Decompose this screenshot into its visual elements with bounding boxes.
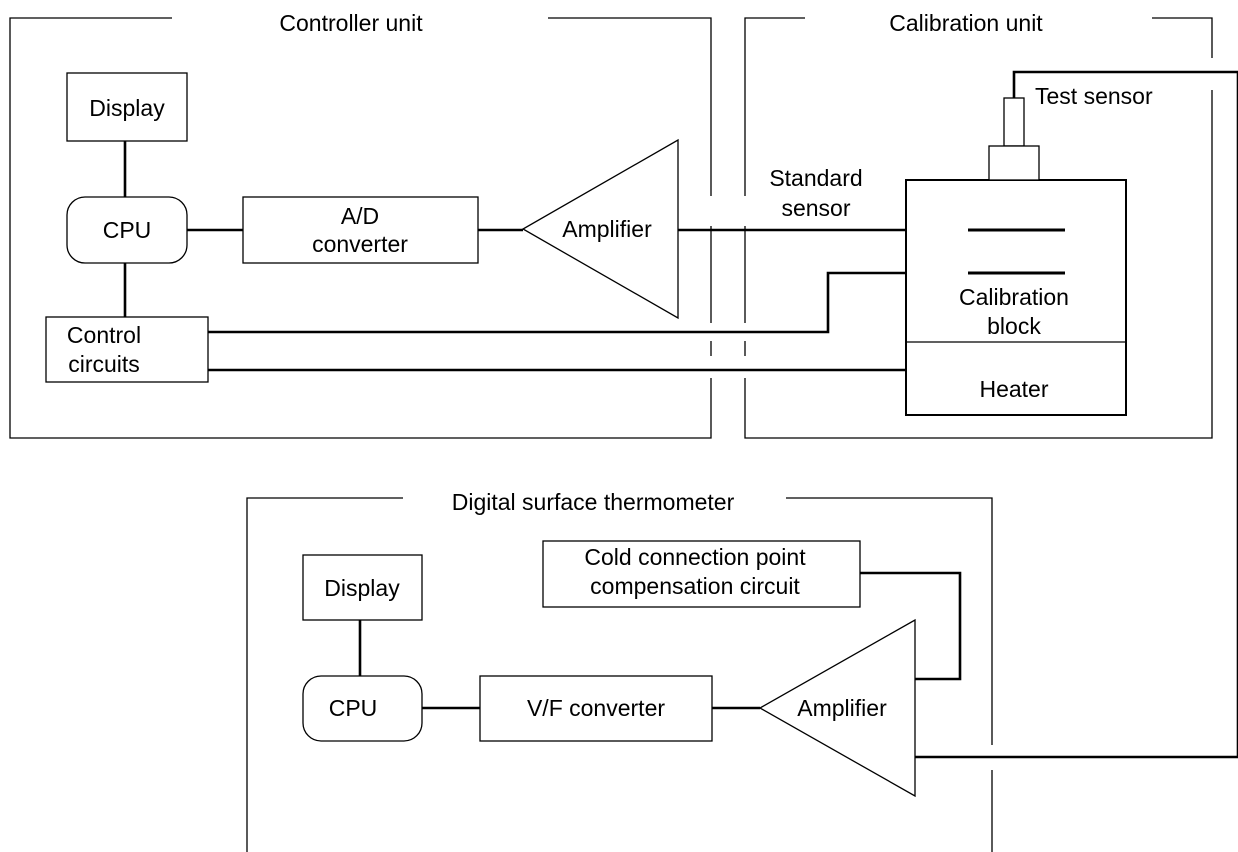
controller-cpu-block: CPU	[66, 196, 188, 264]
ad-converter-label-line1: A/D	[341, 203, 379, 229]
thermometer-amplifier-label: Amplifier	[797, 695, 887, 721]
controller-unit-frame	[9, 17, 712, 439]
cold-junction-label-line2: compensation circuit	[590, 573, 800, 599]
thermometer-display-label: Display	[324, 575, 400, 601]
thermometer-title: Digital surface thermometer	[452, 489, 735, 515]
cold-junction-label-line1: Cold connection point	[584, 544, 806, 570]
standard-sensor-label-line2: sensor	[781, 195, 850, 221]
thermometer-cpu-label: CPU	[329, 695, 378, 721]
calibration-block	[905, 179, 1127, 416]
calibration-block-label-line1: Calibration	[959, 284, 1069, 310]
calibration-block-label-line2: block	[987, 313, 1041, 339]
cold-junction-wire	[860, 571, 962, 681]
vf-converter-block: V/F converter	[479, 675, 713, 742]
heater-label: Heater	[979, 376, 1048, 402]
test-sensor	[915, 70, 1238, 759]
control-circuits-label-line1: Control	[67, 322, 141, 348]
thermometer-amplifier: Amplifier	[758, 618, 916, 798]
control-circuits-label-line2: circuits	[68, 351, 140, 377]
standard-sensor-label-line1: Standard	[769, 165, 862, 191]
test-sensor-wire	[915, 70, 1238, 759]
cold-junction-block: Cold connection point compensation circu…	[542, 540, 861, 608]
test-sensor-label: Test sensor	[1035, 83, 1153, 109]
controller-cpu-label: CPU	[103, 217, 152, 243]
thermometer-cpu-block: CPU	[302, 675, 423, 742]
calibration-unit-title: Calibration unit	[889, 10, 1043, 36]
controller-amplifier-label: Amplifier	[562, 216, 652, 242]
control-circuits-block: Control circuits	[45, 316, 209, 383]
controller-display-block: Display	[66, 72, 188, 142]
thermometer-connections	[358, 571, 962, 710]
controller-display-label: Display	[89, 95, 165, 121]
controller-amplifier: Amplifier	[521, 138, 679, 320]
controller-unit-title: Controller unit	[279, 10, 423, 36]
ad-converter-block: A/D converter	[242, 196, 479, 264]
thermometer-frame	[246, 497, 993, 852]
thermometer-display-block: Display	[302, 554, 423, 621]
ad-converter-label-line2: converter	[312, 231, 408, 257]
calibration-unit-frame	[744, 17, 1213, 439]
vf-converter-label: V/F converter	[527, 695, 665, 721]
